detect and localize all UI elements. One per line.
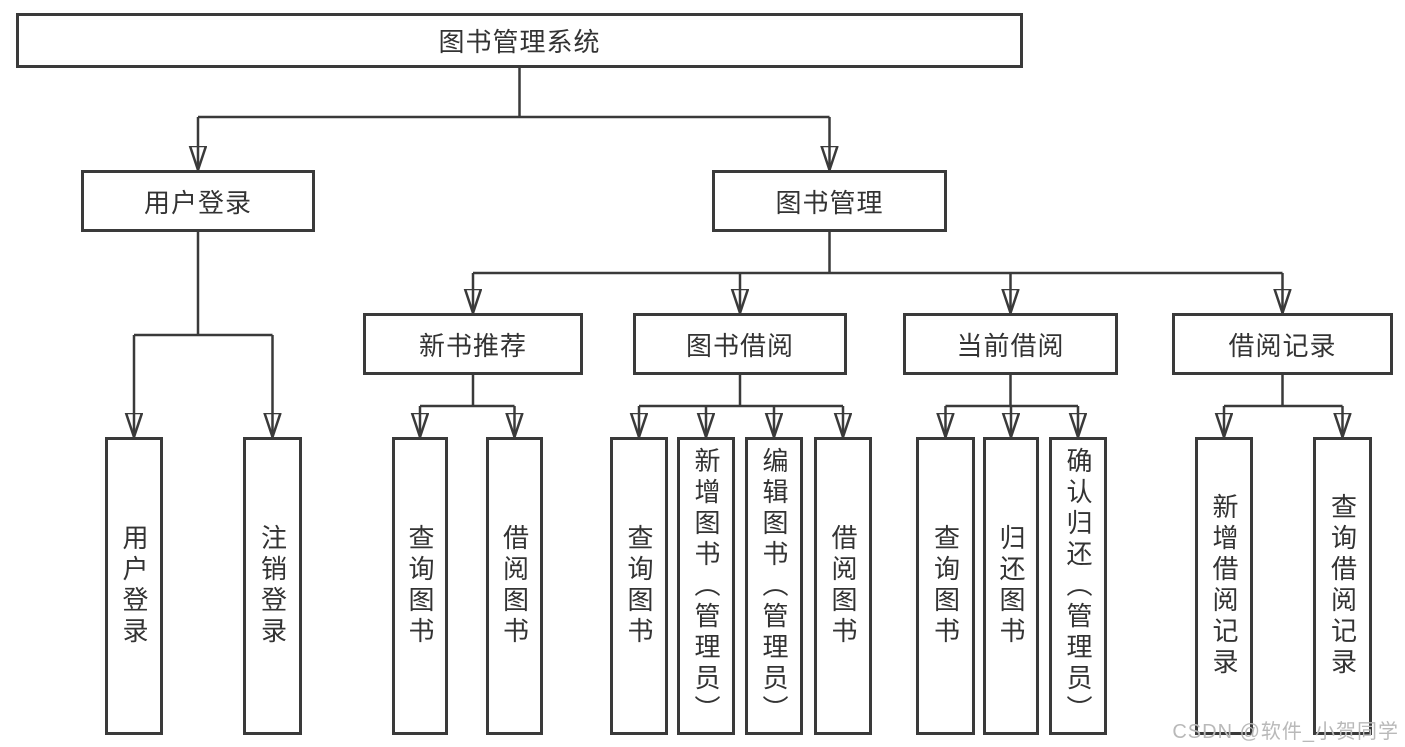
leaf-current-confirm-return-admin: 确认归还（管理员） xyxy=(1049,437,1107,735)
node-user-login-label: 用户登录 xyxy=(143,187,252,218)
leaf-borrowing-add-books-admin: 新增图书（管理员） xyxy=(677,437,735,735)
leaf-records-query-record-label: 查询借阅记录 xyxy=(1327,493,1358,679)
leaf-recommend-borrow-books-label: 借阅图书 xyxy=(499,524,530,648)
leaf-logout-label: 注销登录 xyxy=(257,524,288,648)
node-borrow-records-label: 借阅记录 xyxy=(1228,330,1337,361)
node-current-borrowing-label: 当前借阅 xyxy=(956,330,1065,361)
node-current-borrowing: 当前借阅 xyxy=(903,313,1118,375)
node-new-book-recommend-label: 新书推荐 xyxy=(418,330,527,361)
node-book-borrowing: 图书借阅 xyxy=(633,313,847,375)
node-borrow-records: 借阅记录 xyxy=(1172,313,1393,375)
node-root: 图书管理系统 xyxy=(16,13,1023,68)
leaf-logout: 注销登录 xyxy=(243,437,302,735)
node-root-label: 图书管理系统 xyxy=(438,27,601,57)
leaf-recommend-query-books: 查询图书 xyxy=(392,437,448,735)
leaf-recommend-borrow-books: 借阅图书 xyxy=(486,437,543,735)
tree-edges xyxy=(134,68,1343,437)
watermark: CSDN @软件_小贺同学 xyxy=(1172,721,1399,743)
leaf-records-query-record: 查询借阅记录 xyxy=(1313,437,1372,735)
leaf-borrowing-borrow-books: 借阅图书 xyxy=(814,437,872,735)
leaf-borrowing-query-books: 查询图书 xyxy=(610,437,668,735)
leaf-recommend-query-books-label: 查询图书 xyxy=(405,524,435,648)
leaf-borrowing-edit-books-admin-label: 编辑图书（管理员） xyxy=(759,446,789,726)
node-new-book-recommend: 新书推荐 xyxy=(363,313,583,375)
leaf-current-query-books-label: 查询图书 xyxy=(930,524,961,648)
leaf-current-return-books-label: 归还图书 xyxy=(996,524,1026,648)
node-book-management-label: 图书管理 xyxy=(775,187,884,218)
leaf-current-return-books: 归还图书 xyxy=(983,437,1039,735)
leaf-borrowing-borrow-books-label: 借阅图书 xyxy=(828,524,858,648)
leaf-records-add-record-label: 新增借阅记录 xyxy=(1209,493,1239,679)
node-user-login: 用户登录 xyxy=(81,170,315,232)
leaf-user-login-label: 用户登录 xyxy=(119,524,149,648)
node-book-borrowing-label: 图书借阅 xyxy=(685,330,794,361)
leaf-user-login: 用户登录 xyxy=(105,437,163,735)
node-book-management: 图书管理 xyxy=(712,170,947,232)
leaf-current-query-books: 查询图书 xyxy=(916,437,975,735)
leaf-borrowing-edit-books-admin: 编辑图书（管理员） xyxy=(745,437,803,735)
leaf-current-confirm-return-admin-label: 确认归还（管理员） xyxy=(1063,446,1093,726)
leaf-borrowing-query-books-label: 查询图书 xyxy=(624,524,654,648)
leaf-borrowing-add-books-admin-label: 新增图书（管理员） xyxy=(691,446,721,726)
leaf-records-add-record: 新增借阅记录 xyxy=(1195,437,1253,735)
